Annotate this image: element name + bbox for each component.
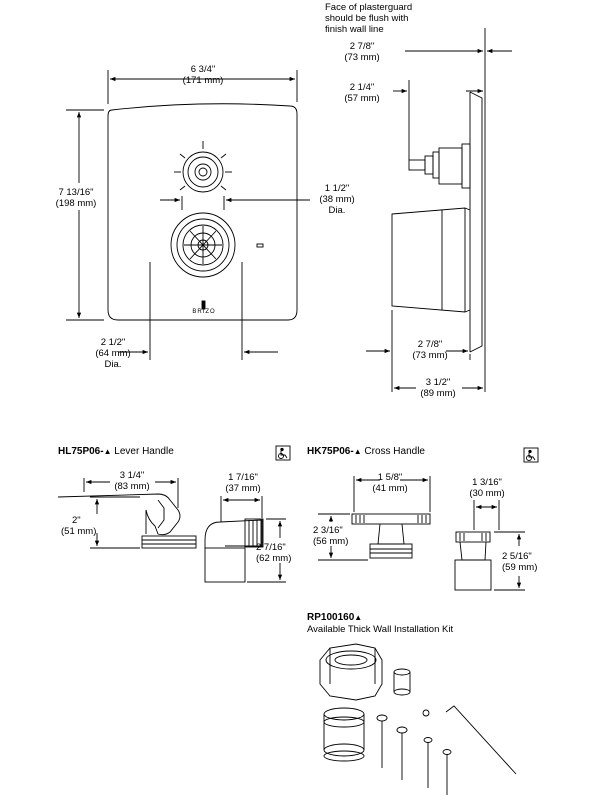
side-depth-top-mm: (73 mm)	[344, 52, 380, 63]
lever-height-in: 2"	[72, 515, 81, 526]
cross-height-in: 2 3/16"	[313, 525, 343, 536]
plasterguard-note-line1: Face of plasterguard	[325, 2, 413, 13]
valve-knob	[170, 212, 264, 278]
lever-handle-drawing	[57, 478, 286, 583]
side-depth-bottom-mm: (73 mm)	[412, 350, 448, 361]
lever-length-in: 3 1/4"	[119, 470, 145, 481]
cross-width-mm: (41 mm)	[372, 483, 408, 494]
side-depth-bottom-in: 2 7/8"	[417, 339, 443, 350]
cross-handle-model: HK75P06-	[307, 446, 354, 457]
kit-heading: RP100160▲	[307, 612, 362, 623]
kit-title: Available Thick Wall Installation Kit	[307, 624, 454, 635]
diverter-knob	[174, 141, 232, 193]
height-dimension-mm: (198 mm)	[55, 198, 97, 209]
lever-handle-symbol: ▲	[103, 447, 112, 456]
cross-hub-mm: (30 mm)	[469, 488, 505, 499]
large-knob-dimension-mm: (64 mm)	[95, 348, 131, 359]
lever-length-mm: (83 mm)	[114, 481, 150, 492]
kit-model: RP100160	[307, 612, 355, 623]
side-total-mm: (89 mm)	[420, 388, 456, 399]
stem-length-in: 2 1/4"	[349, 82, 375, 93]
lever-handle-heading: HL75P06-▲ Lever Handle	[58, 446, 174, 457]
cross-handle-heading: HK75P06-▲ Cross Handle	[307, 446, 425, 457]
large-knob-dia-label: Dia.	[104, 359, 122, 370]
valve-side-view	[366, 28, 512, 392]
lever-depth-in: 2 7/16"	[256, 542, 286, 553]
wheelchair-icon-lever	[275, 445, 291, 461]
lever-height-mm: (51 mm)	[61, 526, 97, 537]
kit-symbol: ▲	[354, 613, 363, 622]
large-knob-dimension-in: 2 1/2"	[100, 337, 126, 348]
lever-handle-title: Lever Handle	[114, 446, 174, 457]
cross-depth-in: 2 5/16"	[502, 551, 532, 562]
stem-length-mm: (57 mm)	[344, 93, 380, 104]
side-total-in: 3 1/2"	[425, 377, 451, 388]
lever-hub-mm: (37 mm)	[225, 483, 261, 494]
small-knob-dimension-in: 1 1/2"	[324, 183, 350, 194]
cross-hub-in: 1 3/16"	[472, 477, 502, 488]
cross-handle-drawing	[318, 476, 525, 591]
plasterguard-note-line3: finish wall line	[325, 24, 384, 35]
wheelchair-icon-cross	[523, 447, 539, 463]
height-dimension-in: 7 13/16"	[58, 187, 94, 198]
cross-width-in: 1 5/8"	[377, 472, 403, 483]
cross-handle-title: Cross Handle	[364, 446, 425, 457]
side-depth-top-in: 2 7/8"	[349, 41, 375, 52]
lever-handle-model: HL75P06-	[58, 446, 104, 457]
small-knob-dimension-mm: (38 mm)	[319, 194, 355, 205]
brand-mark: BRIZO	[192, 309, 216, 315]
width-dimension-in: 6 3/4"	[190, 64, 216, 75]
cross-height-mm: (56 mm)	[313, 536, 349, 547]
thick-wall-kit-drawing	[319, 643, 517, 795]
width-dimension-mm: (171 mm)	[182, 75, 224, 86]
small-knob-dia-label: Dia.	[328, 205, 346, 216]
lever-hub-in: 1 7/16"	[228, 472, 258, 483]
plasterguard-note-line2: should be flush with	[325, 13, 409, 24]
cross-handle-symbol: ▲	[353, 447, 362, 456]
valve-front-view	[66, 70, 310, 360]
lever-depth-mm: (62 mm)	[256, 553, 292, 564]
cross-depth-mm: (59 mm)	[502, 562, 538, 573]
